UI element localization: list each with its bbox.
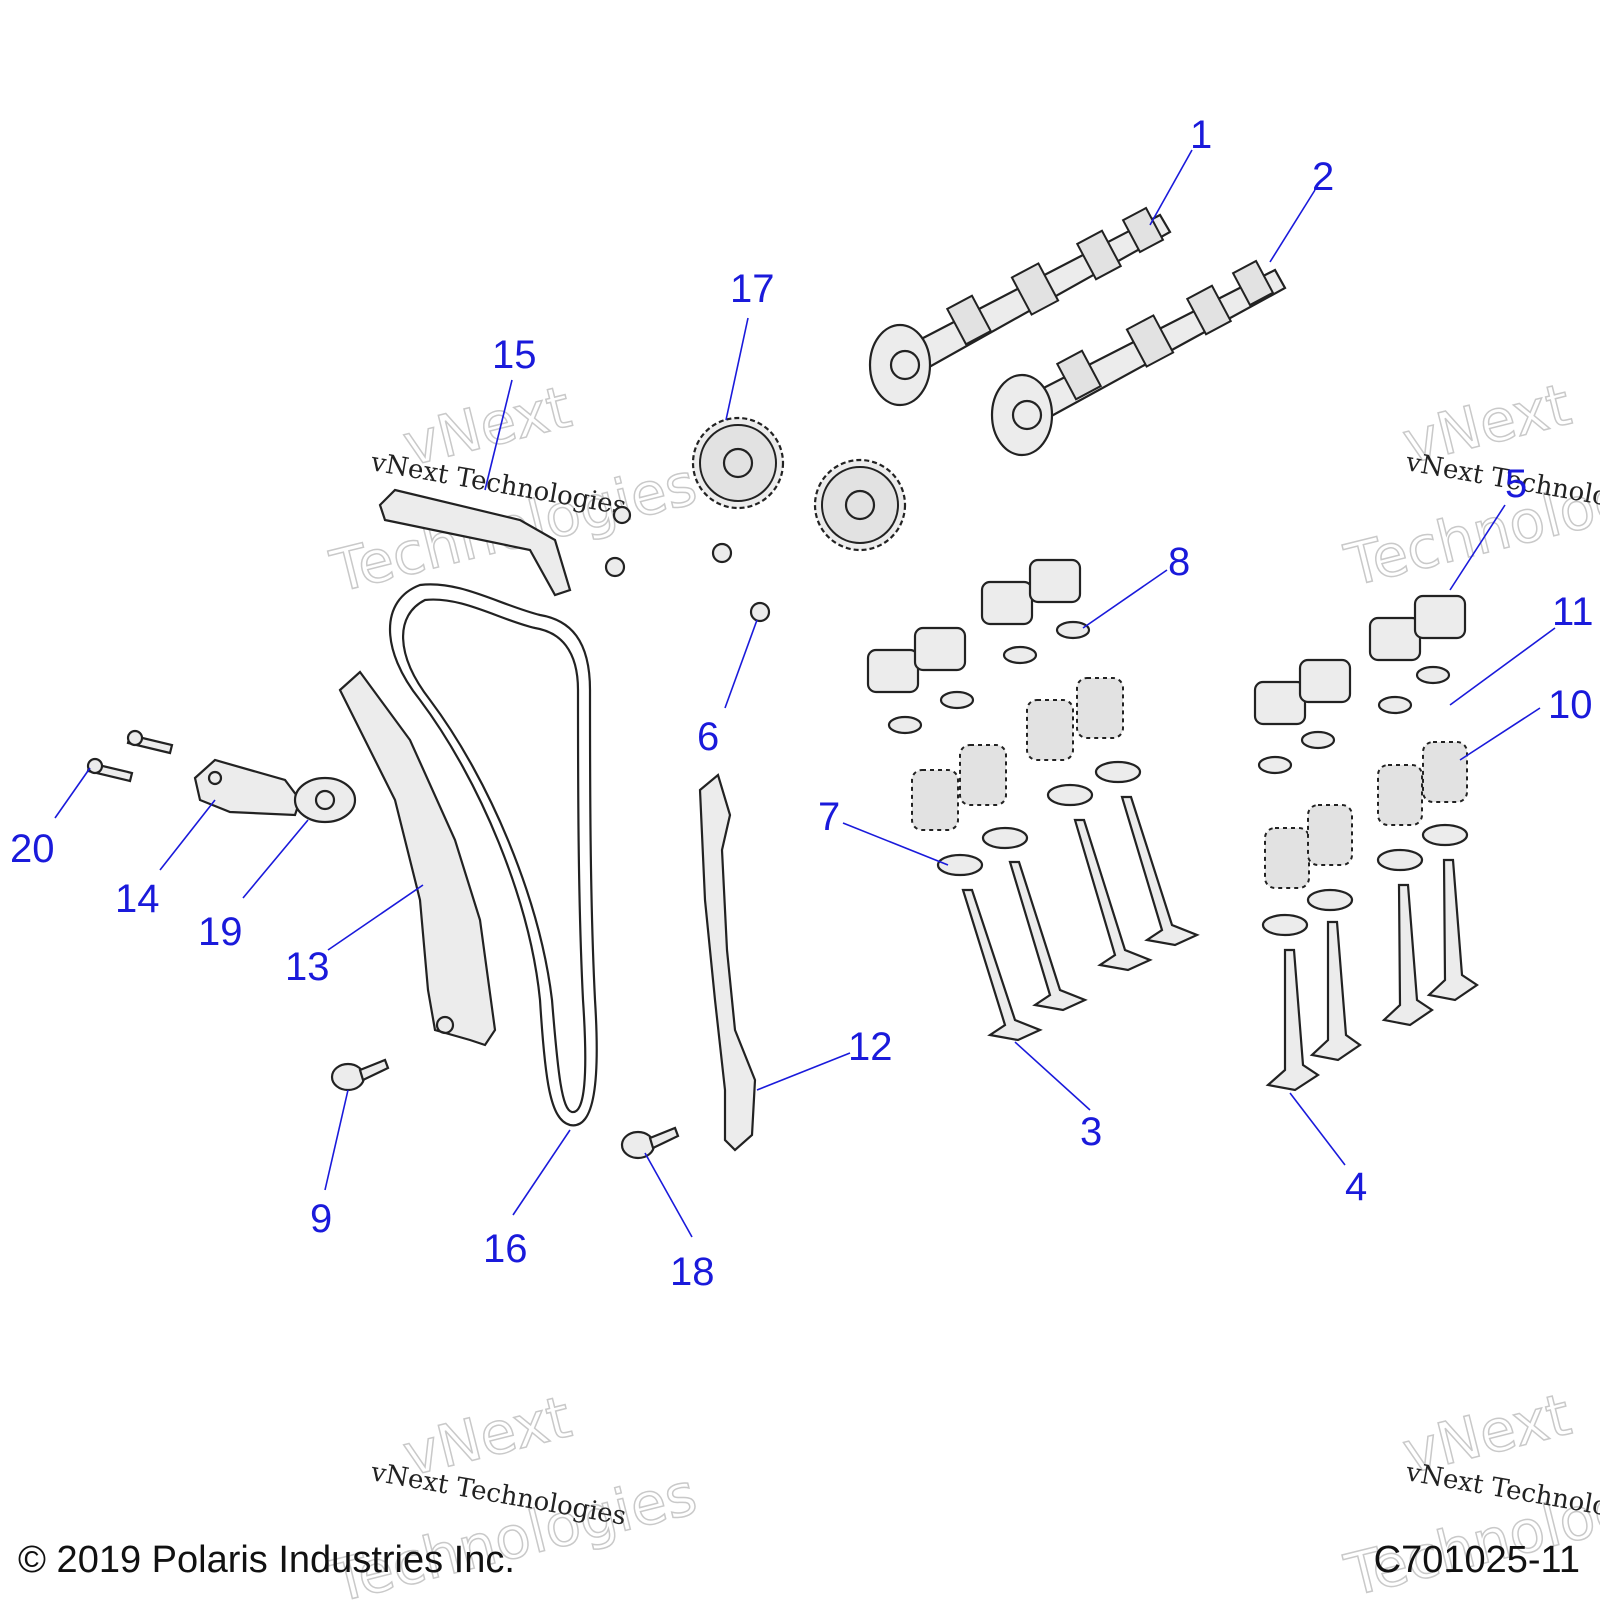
valve-train-intake	[866, 558, 1200, 1042]
tensioner-gasket	[293, 776, 357, 824]
cam-sprocket-exhaust	[813, 458, 907, 552]
callout-16: 16	[483, 1227, 528, 1271]
callout-19: 19	[198, 910, 243, 954]
tensioner-guide-pivot	[435, 1015, 455, 1035]
callout-17: 17	[730, 267, 775, 311]
copyright-notice: © 2019 Polaris Industries Inc.	[18, 1539, 515, 1581]
upper-chain-guide	[378, 488, 572, 597]
callout-5: 5	[1505, 462, 1527, 506]
callout-6: 6	[697, 715, 719, 759]
callout-1: 1	[1190, 113, 1212, 157]
fixed-chain-guide	[698, 773, 757, 1152]
callout-2: 2	[1312, 155, 1334, 199]
camshaft-intake	[868, 206, 1172, 407]
callout-numbers: 1 2 3 4 5 6 7 8 9 10 11 12 13 14 15 16 1…	[10, 113, 1594, 1294]
tensioner-bolts	[86, 729, 174, 783]
timing-chain	[389, 583, 598, 1127]
callout-10: 10	[1548, 683, 1593, 727]
camshaft-exhaust	[990, 259, 1287, 457]
diagram-code: C701025-11	[1373, 1539, 1580, 1581]
callout-3: 3	[1080, 1110, 1102, 1154]
chain-tensioner	[193, 758, 302, 817]
callout-18: 18	[670, 1250, 715, 1294]
tensioner-guide	[338, 670, 497, 1047]
callout-4: 4	[1345, 1165, 1367, 1209]
callout-13: 13	[285, 945, 330, 989]
guide-pivot-bolt-lower	[620, 1126, 680, 1160]
sprocket-bolts	[604, 505, 771, 623]
leader-lines	[54, 149, 1556, 1238]
callout-12: 12	[848, 1025, 893, 1069]
callout-15: 15	[492, 333, 537, 377]
callout-14: 14	[115, 877, 160, 921]
valve-train-exhaust	[1253, 594, 1479, 1092]
callout-20: 20	[10, 827, 55, 871]
guide-pivot-bolt	[330, 1058, 390, 1092]
callout-11: 11	[1552, 590, 1594, 634]
callout-7: 7	[818, 795, 840, 839]
cam-sprocket-intake	[691, 416, 785, 510]
callout-8: 8	[1168, 540, 1190, 584]
callout-9: 9	[310, 1197, 332, 1241]
